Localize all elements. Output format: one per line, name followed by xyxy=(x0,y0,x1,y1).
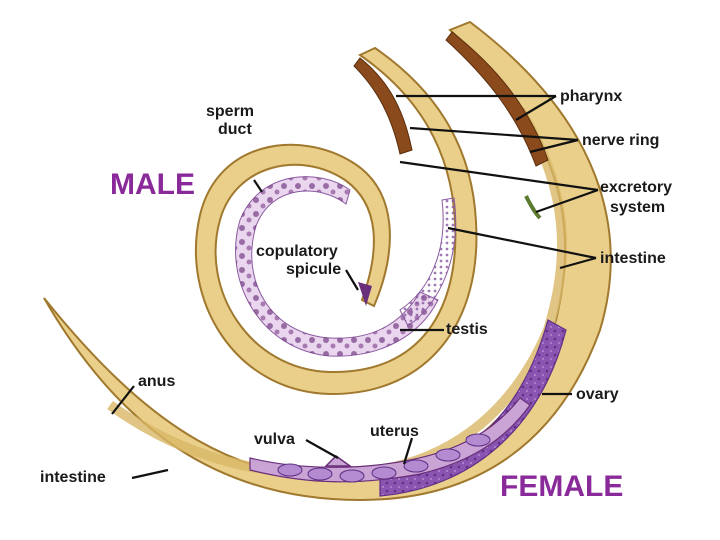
uterus-eggs xyxy=(277,433,491,483)
male-copulatory-spicule xyxy=(358,282,372,306)
female-intestine xyxy=(107,107,567,479)
label-excretory-system-line2: system xyxy=(610,199,665,216)
label-copulatory-spicule-line2: spicule xyxy=(286,261,341,278)
female-excretory-duct xyxy=(524,195,542,220)
label-copulatory-spicule-line1: copulatory xyxy=(256,243,338,260)
male-testis xyxy=(399,197,457,327)
label-anus: anus xyxy=(138,373,175,390)
male-title: MALE xyxy=(110,168,195,201)
label-pharynx: pharynx xyxy=(560,88,622,105)
label-sperm-duct-line2: duct xyxy=(218,121,252,138)
label-uterus: uterus xyxy=(370,423,419,440)
label-ovary: ovary xyxy=(576,386,619,403)
female-title: FEMALE xyxy=(500,470,623,503)
male-pharynx xyxy=(353,57,413,155)
label-intestine-left: intestine xyxy=(40,469,106,486)
female-pharynx xyxy=(445,31,549,167)
female-worm xyxy=(43,20,612,502)
label-testis: testis xyxy=(446,321,488,338)
label-sperm-duct-line1: sperm xyxy=(206,103,254,120)
male-worm xyxy=(195,46,478,396)
male-body xyxy=(195,46,478,396)
label-nerve-ring: nerve ring xyxy=(582,132,659,149)
female-uterus xyxy=(249,397,531,483)
label-vulva: vulva xyxy=(254,431,295,448)
label-intestine-right: intestine xyxy=(600,250,666,267)
leader-lines xyxy=(111,94,599,480)
label-excretory-system-line1: excretory xyxy=(600,179,672,196)
female-vulva xyxy=(324,455,353,467)
